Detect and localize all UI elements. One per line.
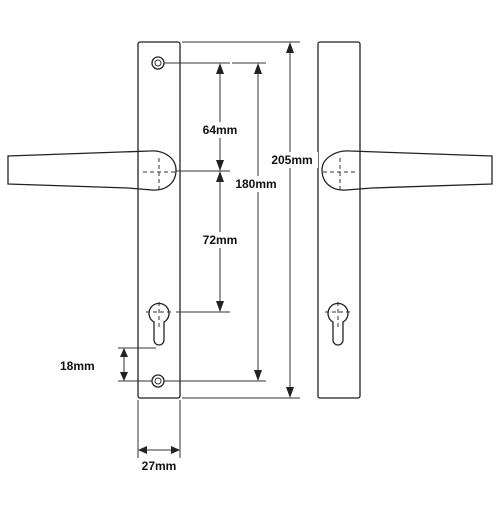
dim-72mm-label: 72mm	[203, 233, 238, 247]
dim-180mm-label: 180mm	[235, 177, 276, 191]
dim-180mm: 180mm	[164, 62, 284, 382]
dim-64mm-label: 64mm	[203, 123, 238, 137]
right-lever-handle	[321, 150, 493, 191]
dim-72mm: 72mm	[176, 171, 242, 313]
top-screw-icon	[151, 56, 165, 70]
right-backplate	[317, 41, 361, 399]
dim-18mm: 18mm	[60, 347, 156, 382]
left-backplate	[137, 41, 181, 399]
dim-205mm-label: 205mm	[271, 153, 312, 167]
cylinder-cutout-icon	[148, 302, 170, 346]
dim-18mm-label: 18mm	[60, 359, 95, 373]
dim-27mm-label: 27mm	[142, 459, 177, 473]
bottom-screw-icon	[151, 374, 165, 388]
dim-64mm: 64mm	[164, 62, 242, 172]
dim-205mm: 205mm	[182, 41, 318, 399]
right-cylinder-cutout-icon	[327, 302, 349, 346]
dim-27mm: 27mm	[137, 400, 181, 473]
left-lever-handle	[7, 150, 177, 191]
